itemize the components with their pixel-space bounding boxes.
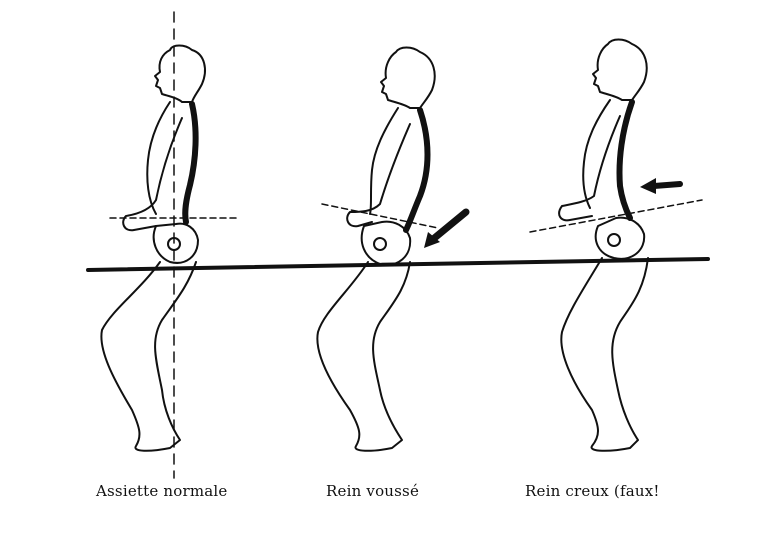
spine (620, 102, 633, 218)
head (381, 48, 435, 109)
arrow-icon (640, 178, 656, 194)
spine (185, 104, 195, 222)
figure-normal (101, 12, 236, 478)
legs (561, 258, 648, 451)
legs (317, 262, 410, 451)
legs (101, 262, 196, 451)
caption-normal: Assiette normale (96, 482, 228, 500)
pelvis-line (322, 204, 438, 228)
arrow-shaft (654, 184, 680, 186)
caption-vousse: Rein voussé (326, 482, 419, 500)
caption-creux: Rein creux (faux! (525, 482, 660, 500)
hip-joint (374, 238, 386, 250)
head (155, 46, 205, 103)
figure-creux (530, 40, 702, 451)
figure-vousse (317, 48, 466, 451)
reference-line (88, 259, 708, 270)
pelvis (154, 224, 198, 263)
arm (347, 124, 410, 226)
pelvis-line (530, 200, 702, 232)
arrow-shaft (432, 212, 466, 240)
arm (559, 116, 620, 220)
hip-joint (608, 234, 620, 246)
head (593, 40, 647, 101)
